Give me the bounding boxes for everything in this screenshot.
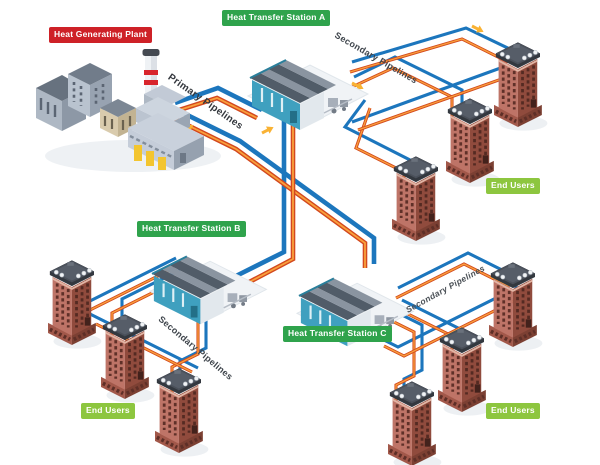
- heat-transfer-station-b-illustration: [148, 255, 268, 326]
- end-user-building: [492, 40, 550, 133]
- primary-pipe-station-a-to-station-b: [224, 118, 287, 284]
- end-user-building: [386, 379, 444, 465]
- end-user-building: [46, 258, 104, 351]
- plant-badge: Heat Generating Plant: [49, 27, 152, 43]
- end-user-building: [390, 154, 448, 247]
- end-user-building: [153, 366, 211, 459]
- end-user-building: [436, 325, 494, 418]
- heat-generating-plant-illustration: [36, 49, 221, 172]
- end-user-building: [487, 260, 545, 353]
- station-a-badge: Heat Transfer Station A: [222, 10, 331, 26]
- primary-pipelines: [171, 85, 377, 288]
- flow-arrow-near-trunk: [258, 122, 277, 139]
- primary-pipe-plant-to-station-a: [174, 85, 264, 113]
- end-users-badge-bottom-right: End Users: [486, 403, 540, 419]
- secondary-pipelines-top-right: [342, 26, 517, 190]
- end-user-building: [99, 312, 157, 405]
- primary-pipe-plant-to-station-c: [171, 105, 377, 264]
- station-c-badge: Heat Transfer Station C: [283, 326, 392, 342]
- station-b-badge: Heat Transfer Station B: [137, 221, 246, 237]
- end-users-badge-top-right: End Users: [486, 178, 540, 194]
- end-users-badge-bottom-left: End Users: [81, 403, 135, 419]
- end-user-building: [444, 96, 502, 189]
